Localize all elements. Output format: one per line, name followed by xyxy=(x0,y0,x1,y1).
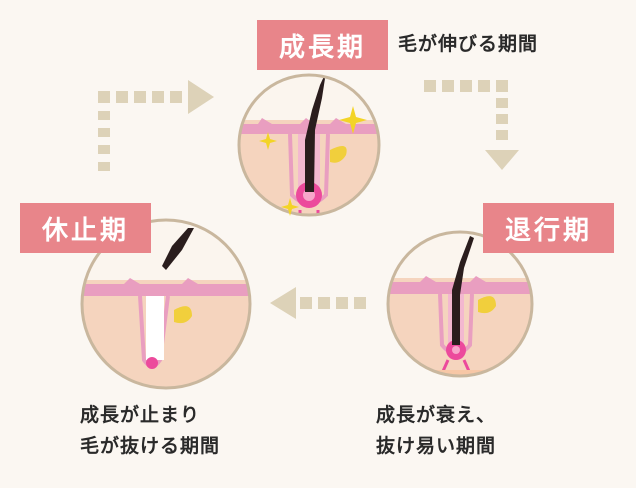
sparkle-icon xyxy=(339,106,367,134)
resting-phase-label: 休止期 xyxy=(20,203,151,253)
resting-phase-description: 成長が止まり 毛が抜ける期間 xyxy=(80,400,220,462)
regression-description-line: 成長が衰え、 xyxy=(376,404,497,426)
resting-phase-illustration xyxy=(80,218,252,390)
regression-phase-description: 成長が衰え、 抜け易い期間 xyxy=(376,400,496,462)
sparkle-icon xyxy=(259,132,277,150)
resting-description-line: 成長が止まり xyxy=(80,404,201,426)
resting-description-line: 毛が抜ける期間 xyxy=(80,435,221,457)
arrow-right-icon xyxy=(98,80,214,171)
regression-phase-illustration xyxy=(386,230,534,378)
regression-phase-label: 退行期 xyxy=(483,203,614,253)
regression-description-line: 抜け易い期間 xyxy=(376,435,497,457)
growth-phase-illustration xyxy=(237,73,381,217)
arrow-left-icon xyxy=(270,287,366,319)
sparkle-icon xyxy=(281,198,299,216)
growth-phase-description: 毛が伸びる期間 xyxy=(398,33,539,55)
growth-phase-label: 成長期 xyxy=(257,20,388,70)
arrow-down-icon xyxy=(424,80,519,170)
